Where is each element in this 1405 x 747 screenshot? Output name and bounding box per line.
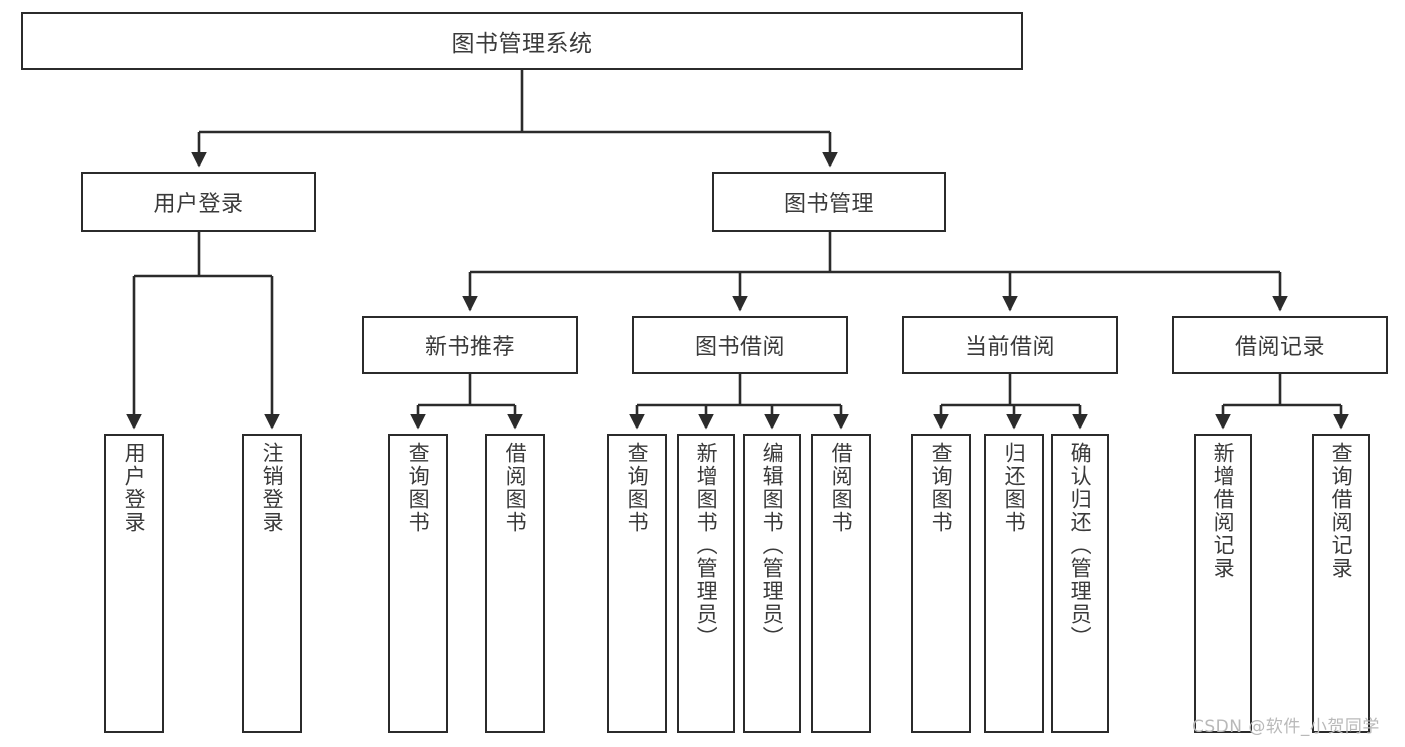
node-borrow-record-label: 借阅记录 xyxy=(1234,335,1325,360)
node-leaf-return-book-label: 归还图书 xyxy=(1002,442,1027,534)
node-leaf-logout[interactable]: 注销登录 xyxy=(242,434,302,733)
node-current-borrow-label: 当前借阅 xyxy=(964,335,1055,360)
node-leaf-return-book[interactable]: 归还图书 xyxy=(984,434,1044,733)
node-leaf-query-book-borrow[interactable]: 查询图书 xyxy=(607,434,667,733)
node-leaf-add-book-label: 新增图书（管理员） xyxy=(694,442,719,649)
node-leaf-query-book-current[interactable]: 查询图书 xyxy=(911,434,971,733)
node-borrow-record[interactable]: 借阅记录 xyxy=(1172,316,1388,374)
node-leaf-user-login[interactable]: 用户登录 xyxy=(104,434,164,733)
node-leaf-query-book-current-label: 查询图书 xyxy=(929,442,954,534)
node-leaf-confirm-return[interactable]: 确认归还（管理员） xyxy=(1051,434,1109,733)
node-leaf-add-borrow-record[interactable]: 新增借阅记录 xyxy=(1194,434,1252,733)
node-leaf-borrow-book[interactable]: 借阅图书 xyxy=(811,434,871,733)
node-leaf-borrow-book-label: 借阅图书 xyxy=(829,442,854,534)
node-root[interactable]: 图书管理系统 xyxy=(21,12,1023,70)
node-leaf-logout-label: 注销登录 xyxy=(260,442,285,534)
node-new-book-recommend[interactable]: 新书推荐 xyxy=(362,316,578,374)
node-leaf-edit-book[interactable]: 编辑图书（管理员） xyxy=(743,434,801,733)
node-leaf-add-borrow-record-label: 新增借阅记录 xyxy=(1211,442,1236,580)
node-leaf-query-borrow-record-label: 查询借阅记录 xyxy=(1329,442,1354,580)
node-leaf-query-borrow-record[interactable]: 查询借阅记录 xyxy=(1312,434,1370,733)
node-leaf-confirm-return-label: 确认归还（管理员） xyxy=(1068,442,1093,649)
node-new-book-recommend-label: 新书推荐 xyxy=(424,335,515,360)
node-leaf-query-book-recommend[interactable]: 查询图书 xyxy=(388,434,448,733)
node-root-label: 图书管理系统 xyxy=(451,31,593,57)
node-leaf-query-book-recommend-label: 查询图书 xyxy=(406,442,431,534)
csdn-watermark: CSDN @软件_小贺同学 xyxy=(1192,717,1380,737)
node-leaf-user-login-label: 用户登录 xyxy=(122,442,147,534)
node-book-borrow-label: 图书借阅 xyxy=(694,335,785,360)
node-user-login-label: 用户登录 xyxy=(153,192,244,217)
node-leaf-add-book[interactable]: 新增图书（管理员） xyxy=(677,434,735,733)
node-leaf-borrow-book-recommend-label: 借阅图书 xyxy=(503,442,528,534)
node-user-login[interactable]: 用户登录 xyxy=(81,172,316,232)
node-book-manage[interactable]: 图书管理 xyxy=(712,172,946,232)
node-leaf-borrow-book-recommend[interactable]: 借阅图书 xyxy=(485,434,545,733)
node-book-borrow[interactable]: 图书借阅 xyxy=(632,316,848,374)
node-current-borrow[interactable]: 当前借阅 xyxy=(902,316,1118,374)
node-leaf-edit-book-label: 编辑图书（管理员） xyxy=(760,442,785,649)
node-leaf-query-book-borrow-label: 查询图书 xyxy=(625,442,650,534)
node-book-manage-label: 图书管理 xyxy=(783,192,874,217)
